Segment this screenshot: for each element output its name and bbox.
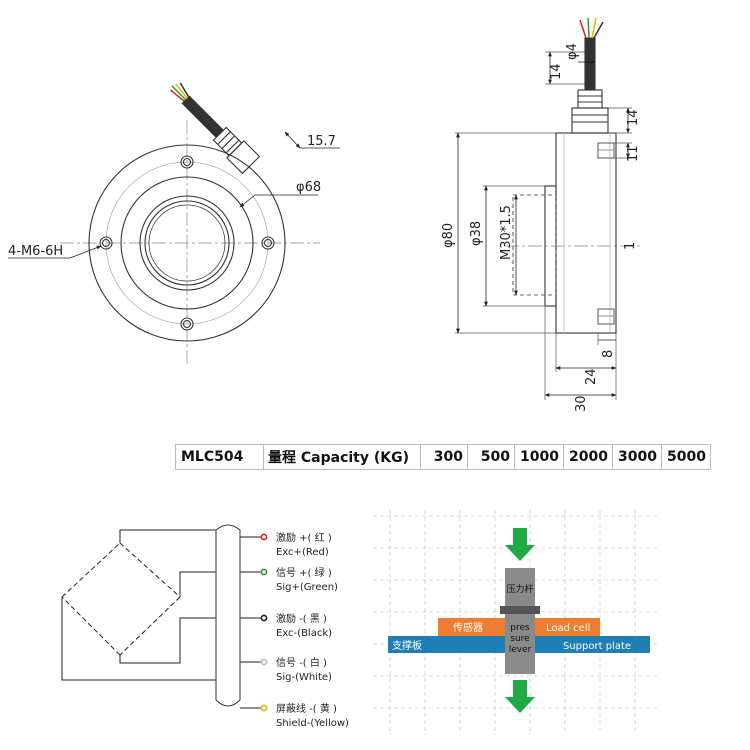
- force-arrow-down-icon: [505, 528, 535, 561]
- mounting-holes: [99, 155, 275, 331]
- capacity-value-cell: 1000: [514, 444, 564, 470]
- dim-total-h: 30: [574, 395, 589, 412]
- wire-label-cn: 信号 +( 绿 ): [276, 566, 332, 579]
- side-main-body: [555, 132, 617, 334]
- dim-bolt-circle: φ68: [296, 180, 321, 195]
- pressure-lever-head: [505, 568, 535, 608]
- capacity-value-cell: 3000: [612, 444, 662, 470]
- side-view: [455, 17, 640, 400]
- front-view: [8, 82, 340, 365]
- wire-labels: 激励 +( 红 ) Exc+(Red) 信号 +( 绿 ) Sig+(Green) 激励…: [276, 531, 349, 729]
- wiring-diagram: [61, 524, 262, 709]
- dim-cable-dia: φ4: [565, 43, 580, 60]
- wire-label-cn: 激励 +( 红 ): [276, 531, 332, 544]
- wire-label-en: Shield-(Yellow): [276, 718, 349, 729]
- dim-outer-dia: φ80: [441, 223, 456, 248]
- support-plate-label-en: Support plate: [563, 641, 631, 652]
- dim-top-hole: 11: [626, 145, 641, 162]
- dim-gland-len: 14: [626, 109, 641, 126]
- wire-terminal: [260, 658, 268, 666]
- model-cell: MLC504: [175, 444, 264, 470]
- wire-label-cn: 激励 -( 黑 ): [276, 612, 327, 625]
- wire-label-en: Exc-(Black): [276, 628, 332, 639]
- front-cable-gland: [169, 82, 261, 175]
- side-cable-gland: [571, 107, 609, 134]
- wire-label-en: Sig-(White): [276, 672, 332, 683]
- dim-center-mark: 1: [623, 242, 638, 250]
- wire-terminal: [260, 533, 268, 541]
- wire-label-cn: 屏蔽线 -( 黄 ): [276, 702, 337, 715]
- capacity-value-cell: 5000: [661, 444, 711, 470]
- wire-label-en: Sig+(Green): [276, 582, 338, 593]
- reaction-arrow-down-icon: [505, 680, 535, 713]
- dim-cable-exit: 15.7: [307, 134, 336, 149]
- front-outer-circle: [88, 144, 286, 342]
- capacity-label-cell: 量程 Capacity (KG): [263, 444, 421, 470]
- load-cell-label-en: Load cell: [546, 623, 590, 634]
- capacity-row: MLC504 量程 Capacity (KG) 300 500 1000 200…: [175, 444, 711, 470]
- pressure-lever-body: [505, 614, 535, 674]
- dim-boss-dia: φ38: [469, 221, 484, 246]
- wire-label-en: Exc+(Red): [276, 547, 329, 558]
- installation-diagram: [373, 510, 660, 735]
- side-cable: [584, 37, 596, 91]
- support-plate-label-cn: 支撑板: [392, 639, 422, 652]
- dim-bottom-hole: 8: [601, 350, 616, 358]
- capacity-value-cell: 2000: [563, 444, 613, 470]
- front-inner-ring: [120, 176, 254, 310]
- wire-label-cn: 信号 -( 白 ): [276, 656, 327, 669]
- capacity-value-cell: 500: [467, 444, 515, 470]
- load-cell-label-cn: 传感器: [453, 621, 483, 634]
- dim-cable-end: 14: [549, 63, 564, 80]
- cable-bundle: [215, 524, 241, 707]
- lever-label-cn: 压力杆: [506, 583, 533, 595]
- dim-body-h: 24: [584, 368, 599, 385]
- wheatstone-bridge: [61, 542, 181, 656]
- capacity-table: MLC504 量程 Capacity (KG) 300 500 1000 200…: [175, 444, 711, 470]
- wire-terminal: [260, 704, 268, 712]
- wire-terminals: [260, 533, 268, 712]
- capacity-value-cell: 300: [420, 444, 468, 470]
- wire-terminal: [260, 568, 268, 576]
- dim-thread: M30*1.5: [499, 205, 514, 260]
- hole-spec-label: 4-M6-6H: [8, 244, 63, 259]
- wire-terminal: [260, 614, 268, 622]
